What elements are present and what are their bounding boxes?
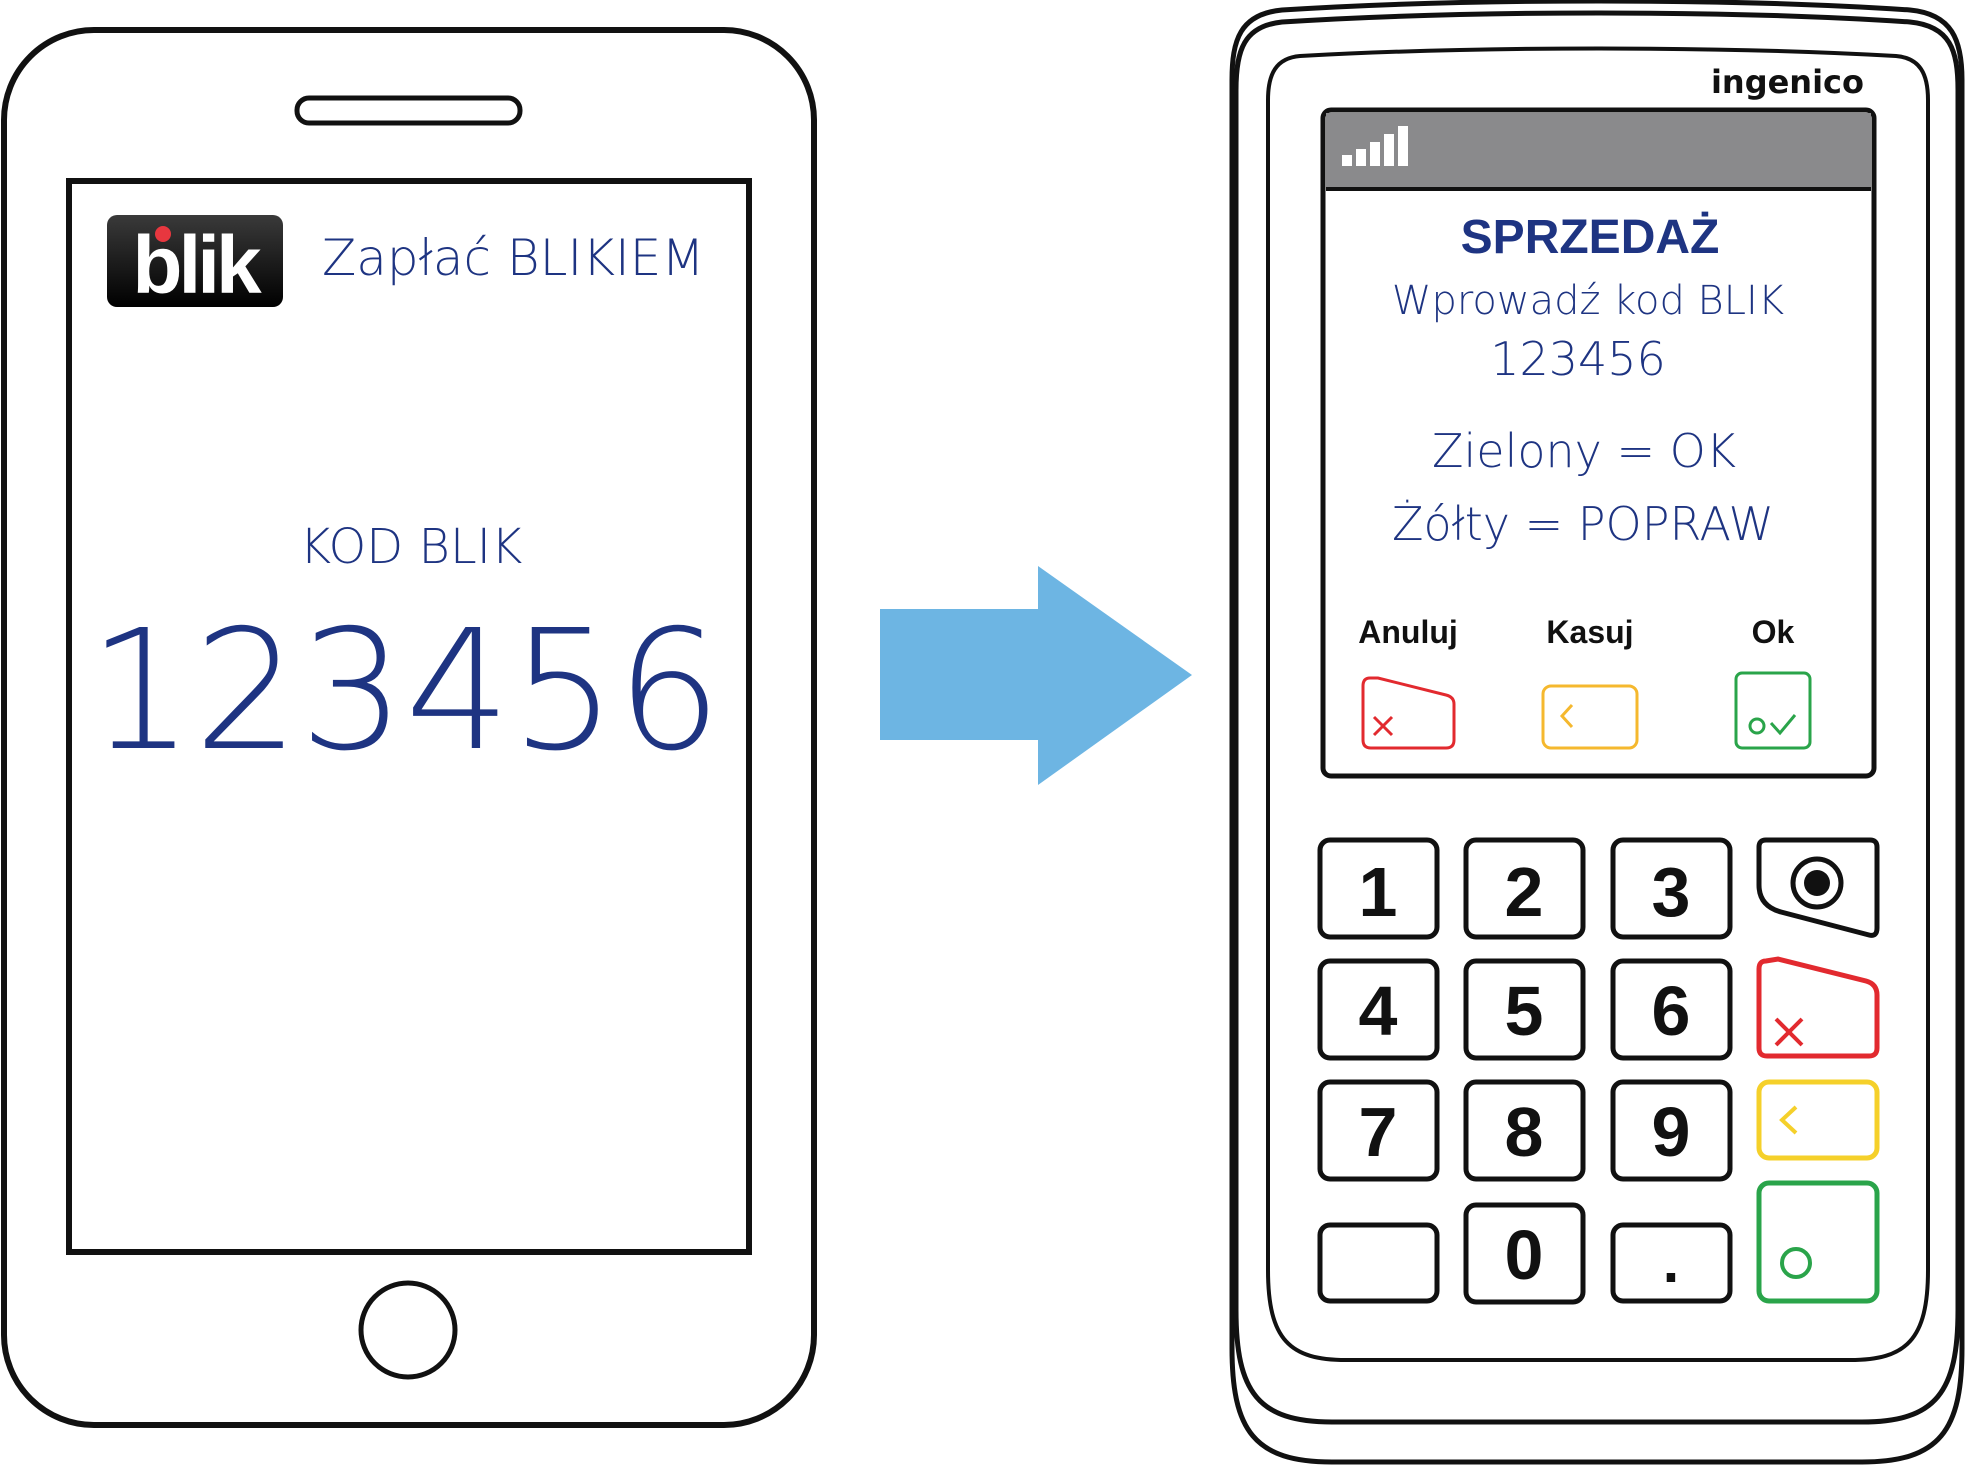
key-5[interactable]: 5 [1463,958,1586,1061]
key-9-label: 9 [1652,1093,1691,1171]
key-6-label: 6 [1652,972,1691,1050]
backspace-chevron-icon [1559,703,1574,729]
cancel-x-icon [1372,715,1394,737]
key-0-label: 0 [1505,1216,1544,1294]
key-4-label: 4 [1359,972,1398,1050]
display-title: SPRZEDAŻ [1461,211,1720,264]
key-3[interactable]: 3 [1610,837,1733,940]
display-line-ok: Zielony = OK [1432,424,1736,478]
ok-circle-icon [1780,1247,1812,1279]
key-2[interactable]: 2 [1463,837,1586,940]
key-1[interactable]: 1 [1317,837,1440,940]
key-3-label: 3 [1652,853,1691,931]
payment-terminal: ingenico SPRZEDAŻ Wprowadź kod BLIK 1234… [1229,0,1965,1465]
soft-key-ok[interactable] [1734,671,1812,750]
key-cancel[interactable] [1756,956,1880,1059]
terminal-brand: ingenico [1711,63,1864,101]
display-code: 123456 [1490,332,1666,386]
key-blank[interactable] [1317,1222,1440,1304]
key-9[interactable]: 9 [1610,1079,1733,1182]
key-5-label: 5 [1505,972,1544,1050]
phone-code-label: KOD BLIK [300,519,523,575]
key-8[interactable]: 8 [1463,1079,1586,1182]
display-prompt: Wprowadź kod BLIK [1392,278,1784,324]
phone-screen [66,178,752,1255]
key-2-label: 2 [1505,853,1544,931]
key-6[interactable]: 6 [1610,958,1733,1061]
key-7[interactable]: 7 [1317,1079,1440,1182]
phone-header-text: Zapłać BLIKIEM [322,229,704,287]
ok-check-icon [1748,714,1797,736]
display-status-bar [1326,113,1871,189]
signal-bars-icon [1342,126,1408,166]
key-dot-label: . [1663,1228,1680,1295]
contactless-record-icon [1790,856,1844,910]
display-line-fix: Żółty = POPRAW [1392,497,1774,551]
soft-key-label-clear: Kasuj [1546,614,1633,650]
backspace-chevron-icon [1779,1105,1798,1135]
key-8-label: 8 [1505,1093,1544,1171]
home-button-icon[interactable] [358,1280,458,1380]
blik-logo-text: blik [132,220,262,311]
key-ok[interactable] [1756,1180,1880,1304]
phone-code-value: 123456 [88,595,722,788]
key-0[interactable]: 0 [1463,1202,1586,1305]
phone-speaker [294,95,523,126]
key-1-label: 1 [1359,853,1398,931]
terminal-display [1320,107,1877,779]
arrow-right-icon [880,566,1192,785]
key-contactless[interactable] [1756,837,1880,938]
soft-key-label-ok: Ok [1752,614,1795,650]
cancel-x-icon [1774,1017,1804,1047]
soft-key-label-cancel: Anuluj [1358,614,1458,650]
key-dot[interactable]: . [1610,1222,1733,1304]
key-4[interactable]: 4 [1317,958,1440,1061]
soft-key-cancel[interactable] [1361,676,1456,750]
blik-logo: blik [107,215,283,311]
key-clear[interactable] [1756,1079,1880,1161]
keypad: 1 2 3 4 5 [1317,837,1880,1305]
soft-key-clear[interactable] [1541,684,1639,750]
smartphone: blik Zapłać BLIKIEM KOD BLIK 123456 [1,27,817,1428]
blik-logo-dot [155,226,171,242]
key-7-label: 7 [1359,1093,1398,1171]
